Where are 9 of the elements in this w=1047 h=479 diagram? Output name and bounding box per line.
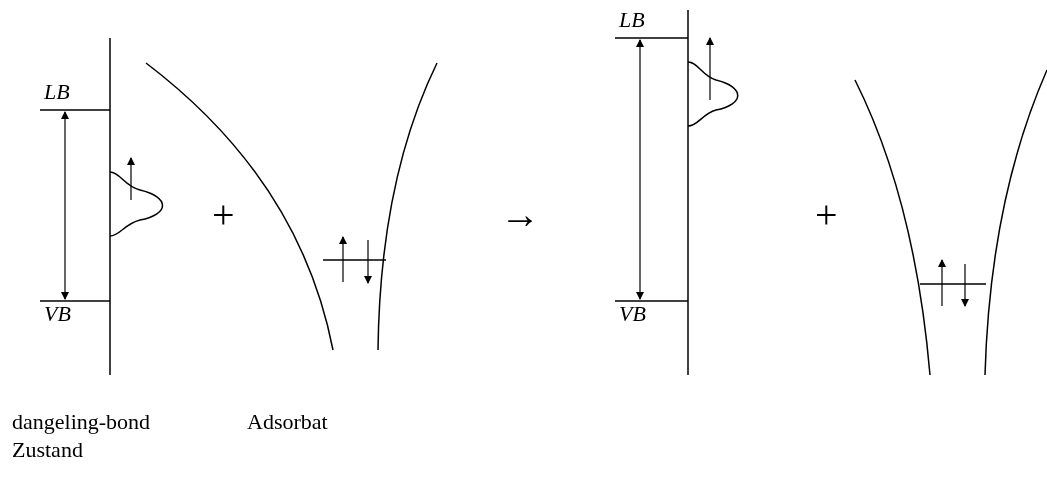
caption: dangeling-bond Zustand <box>12 408 152 463</box>
band-label: VB <box>44 300 71 328</box>
plus-sign: + <box>815 191 838 239</box>
caption: Adsorbat <box>247 408 328 436</box>
reaction-arrow: → <box>500 191 540 239</box>
band-label: LB <box>619 6 645 34</box>
band-label: LB <box>44 78 70 106</box>
plus-sign: + <box>212 191 235 239</box>
band-label: VB <box>619 300 646 328</box>
